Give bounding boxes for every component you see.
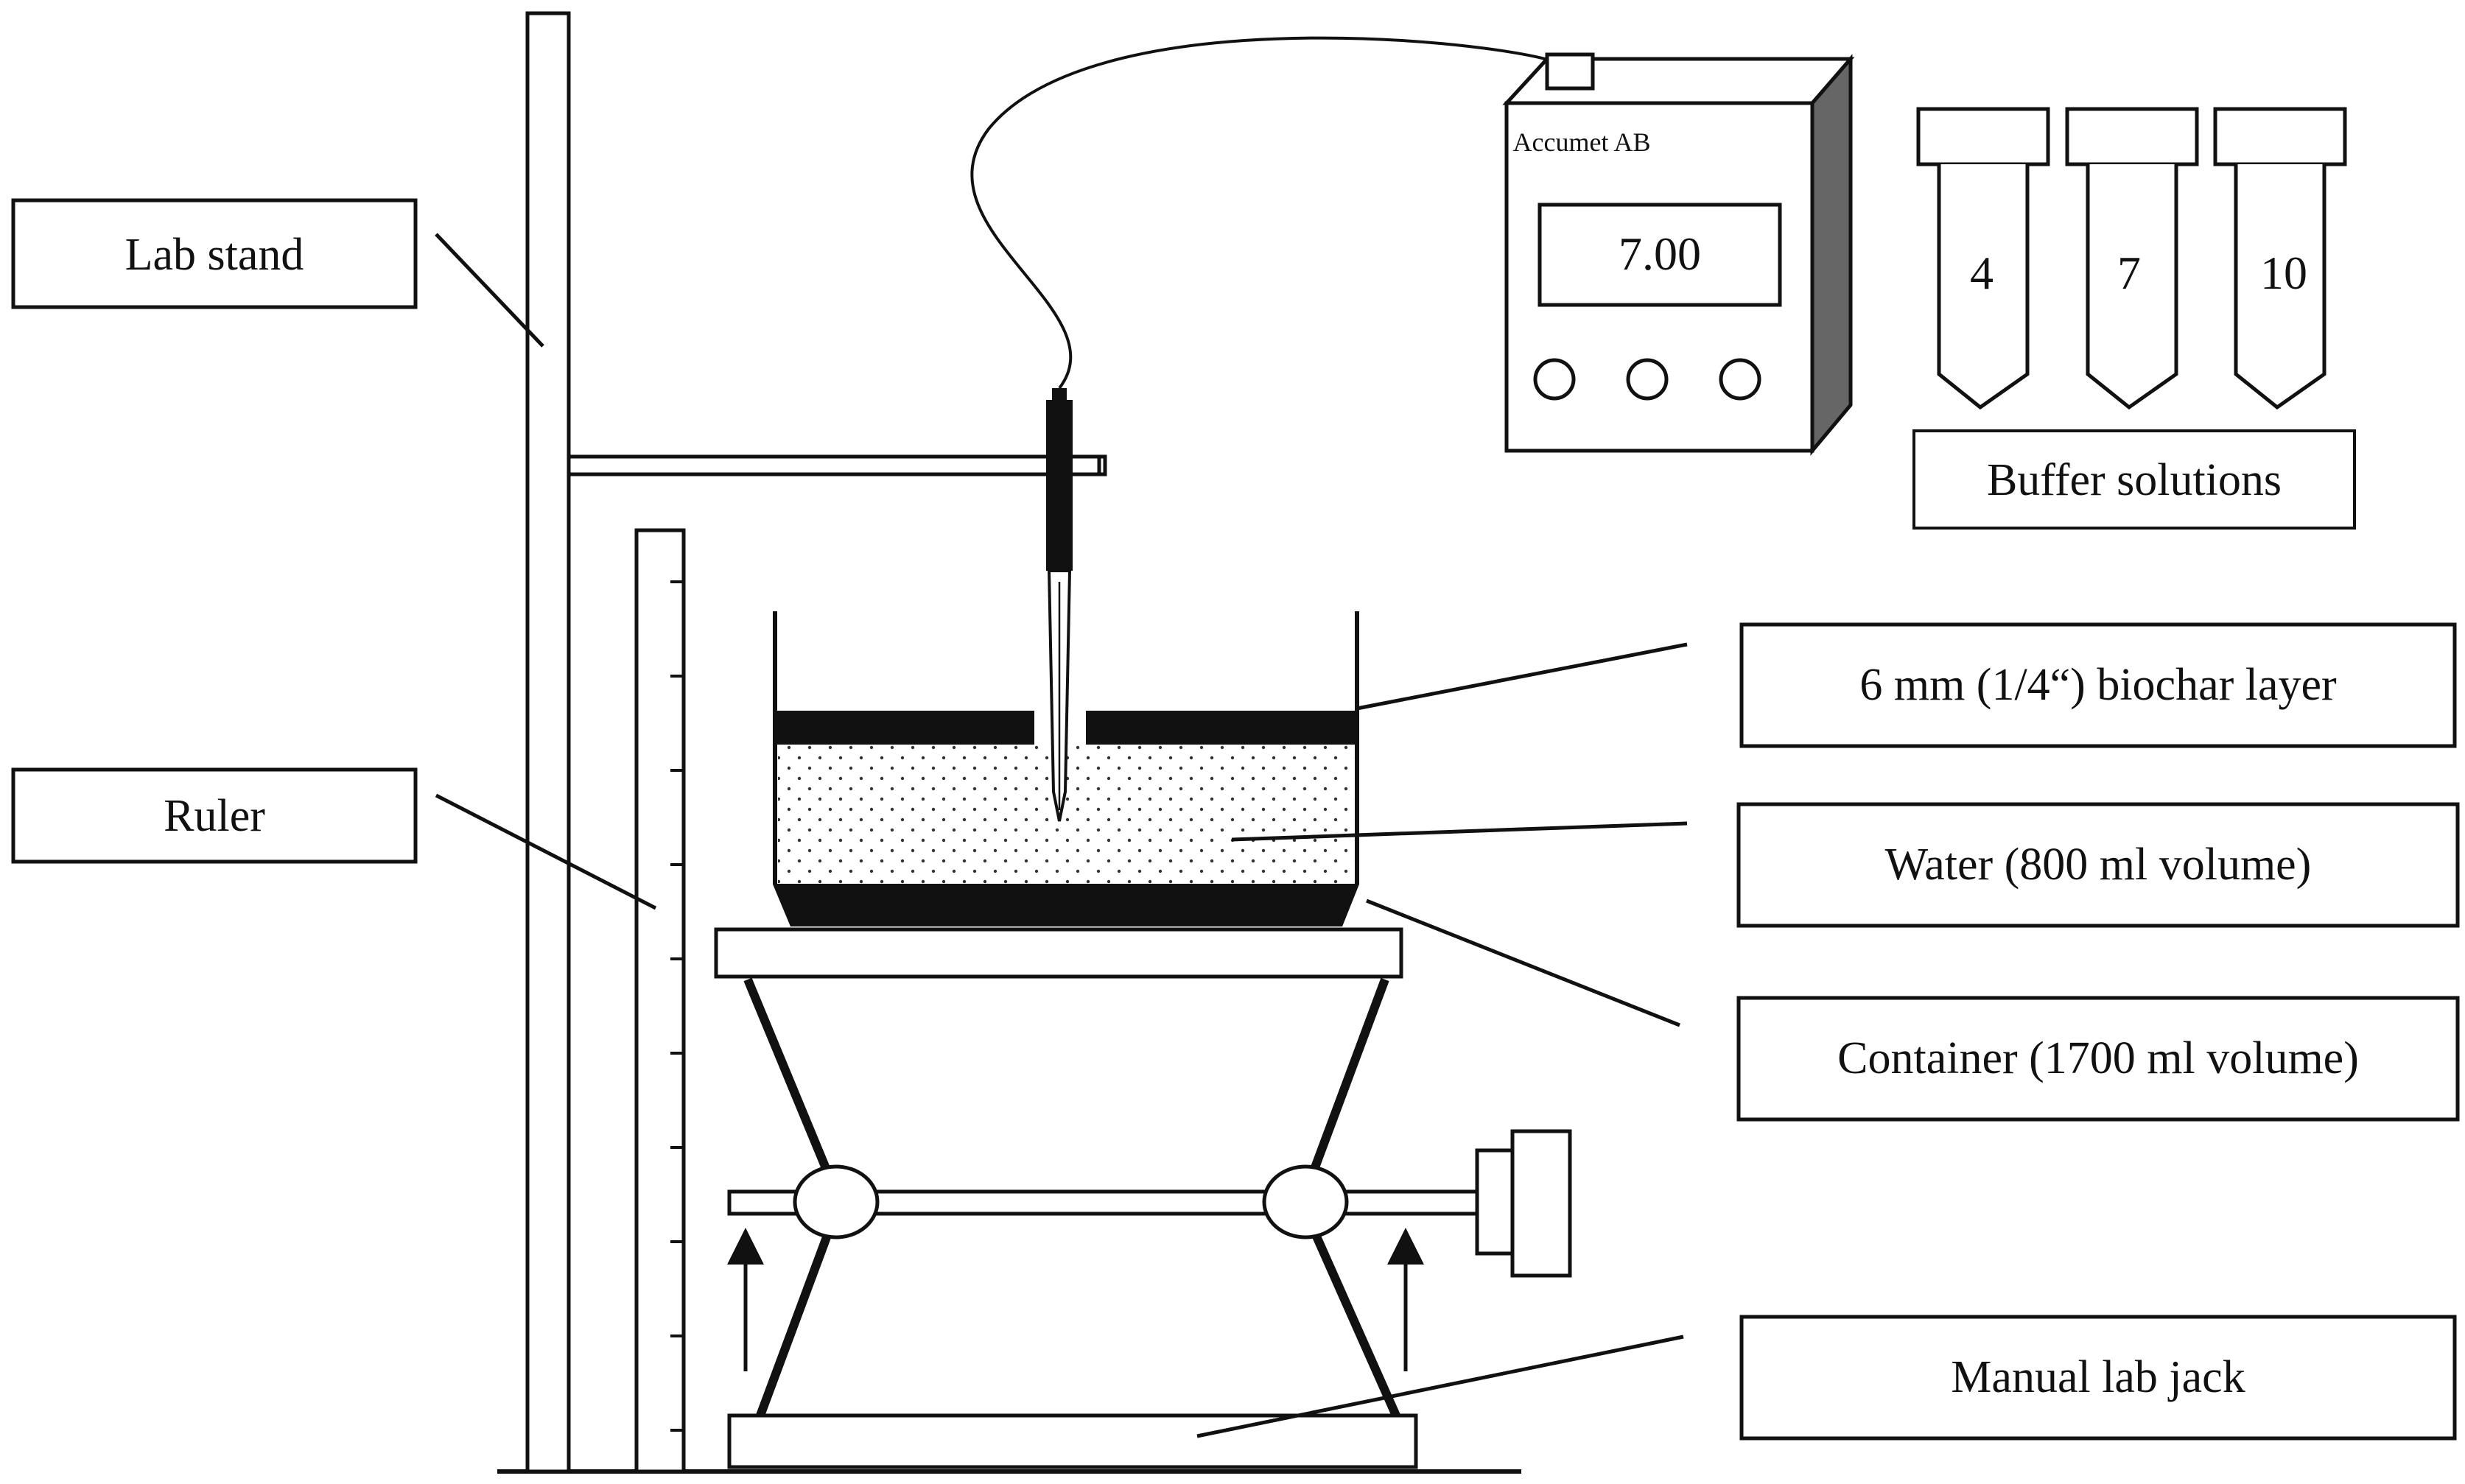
meter-connector (1545, 52, 1595, 91)
leader-lab-stand (435, 233, 544, 348)
buffer-tube-1: 4 (1916, 107, 2050, 410)
label-lab-stand-text: Lab stand (125, 230, 304, 280)
jack-pivot-left (793, 1164, 880, 1239)
water-region (778, 745, 1357, 893)
leader-biochar-layer (1356, 642, 1688, 711)
buffer-tube-label-2: 7 (2117, 247, 2141, 299)
label-lab-jack: Manual lab jack (1739, 1315, 2457, 1441)
container (773, 611, 1359, 926)
buffer-tube-label-1: 4 (1970, 247, 1994, 299)
buffer-tube-2: 7 (2065, 107, 2199, 410)
leader-water (1231, 821, 1688, 842)
label-container: Container (1700 ml volume) (1736, 996, 2460, 1122)
label-ruler: Ruler (11, 767, 418, 864)
label-water: Water (800 ml volume) (1736, 802, 2460, 928)
ruler-ticks (670, 580, 684, 1432)
buffer-tube-label-3: 10 (2260, 247, 2307, 299)
jack-knob-inner (1475, 1148, 1515, 1256)
label-biochar-layer: 6 mm (1/4“) biochar layer (1739, 622, 2457, 748)
leader-container (1366, 899, 1680, 1027)
meter-button-3 (1719, 358, 1761, 401)
lab-jack (714, 927, 1572, 1469)
label-buffer-solutions: Buffer solutions (1912, 429, 2356, 530)
container-walls (773, 611, 1359, 926)
ph-probe (1046, 388, 1073, 822)
container-bottom (775, 884, 1357, 924)
lab-stand (525, 11, 1107, 1474)
leader-ruler (435, 793, 657, 910)
leader-lab-jack (1196, 1334, 1684, 1438)
meter-display-value: 7.00 (1619, 228, 1701, 280)
label-buffer-solutions-text: Buffer solutions (1987, 455, 2282, 505)
buffer-tube-3: 10 (2213, 107, 2347, 410)
jack-knob (1510, 1129, 1572, 1278)
ruler (634, 528, 686, 1474)
meter-brand-label: Accumet AB (1513, 127, 1651, 157)
probe-cable (970, 36, 1551, 390)
ph-meter: Accumet AB 7.00 (1502, 52, 1855, 456)
label-water-text: Water (800 ml volume) (1885, 840, 2312, 890)
meter-display (1537, 203, 1782, 307)
label-lab-stand: Lab stand (11, 198, 418, 309)
meter-button-1 (1533, 358, 1576, 401)
label-lab-jack-text: Manual lab jack (1951, 1352, 2245, 1402)
label-ruler-text: Ruler (164, 791, 265, 841)
jack-pivot-right (1262, 1164, 1349, 1239)
label-container-text: Container (1700 ml volume) (1837, 1033, 2359, 1083)
label-biochar-layer-text: 6 mm (1/4“) biochar layer (1859, 660, 2337, 710)
biochar-layer-right (1086, 711, 1357, 745)
meter-button-2 (1626, 358, 1669, 401)
biochar-layer-left (776, 711, 1034, 745)
